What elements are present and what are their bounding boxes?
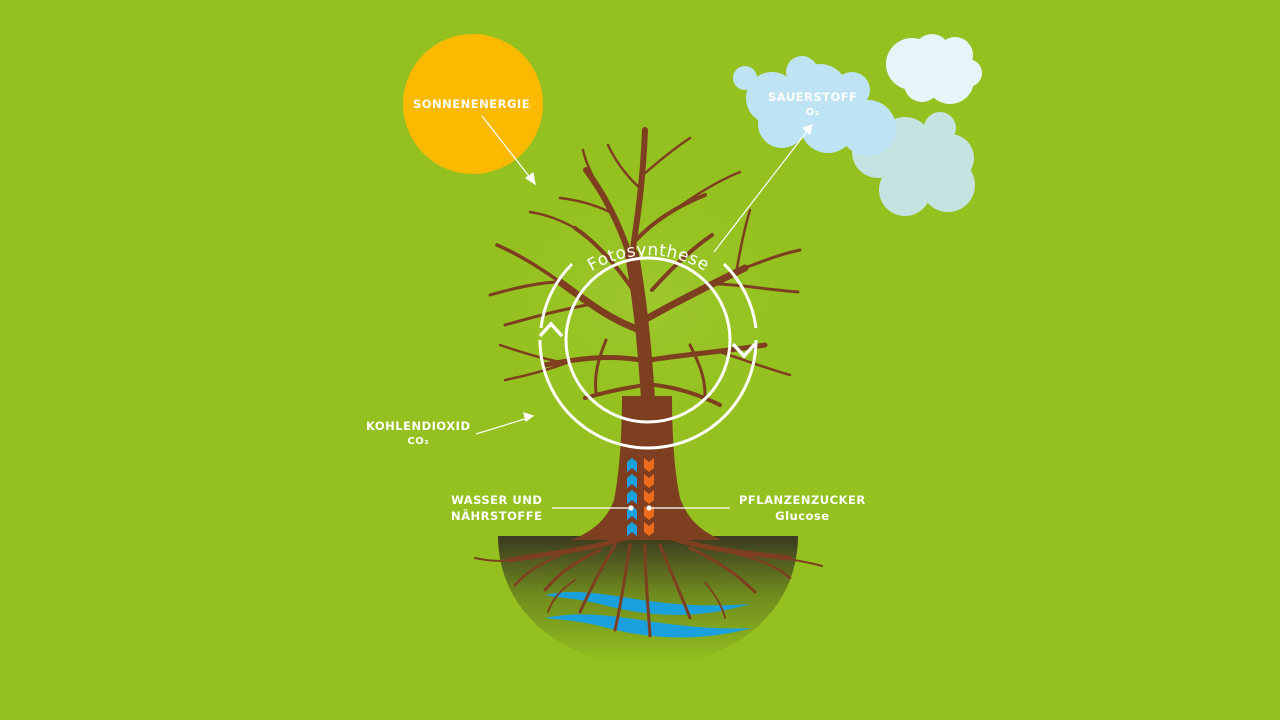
sugar-flow-chevron	[644, 458, 654, 472]
co2-label: KOHLENDIOXID CO₂	[366, 418, 471, 450]
sugar-label: PFLANZENZUCKER Glucose	[739, 492, 866, 524]
sugar-flow-chevron	[644, 506, 654, 520]
water-flow-column	[627, 458, 637, 536]
cycle-arrow-left	[538, 321, 564, 338]
sugar-flow-chevron	[644, 490, 654, 504]
sugar-label-line1: PFLANZENZUCKER	[739, 493, 866, 507]
water-label: WASSER UND NÄHRSTOFFE	[451, 492, 542, 524]
sun	[403, 34, 543, 174]
water-label-line1: WASSER UND	[451, 493, 543, 507]
oxygen-formula: O₂	[805, 107, 820, 118]
co2-formula: CO₂	[407, 436, 430, 447]
sugar-flow-column	[644, 458, 654, 536]
oxygen-label: SAUERSTOFF O₂	[768, 89, 858, 121]
oxygen-label-text: SAUERSTOFF	[768, 90, 858, 104]
water-label-line2: NÄHRSTOFFE	[451, 509, 543, 523]
co2-label-text: KOHLENDIOXID	[366, 419, 471, 433]
water-flow-chevron	[627, 522, 637, 536]
cloud-oxygen	[733, 56, 896, 156]
cycle-arrow-right	[731, 342, 757, 359]
branches	[488, 127, 802, 407]
water-flow-chevron	[627, 490, 637, 504]
cycle-rings	[538, 256, 758, 450]
sugar-flow-chevron	[644, 522, 654, 536]
water-flow-chevron	[627, 458, 637, 472]
sun-label: SONNENENERGIE	[413, 97, 531, 111]
sugar-label-line2: Glucose	[775, 509, 830, 523]
cloud-light	[886, 34, 982, 104]
water-flow-chevron	[627, 474, 637, 488]
pointer-lines	[475, 115, 813, 511]
sugar-flow-chevron	[644, 474, 654, 488]
